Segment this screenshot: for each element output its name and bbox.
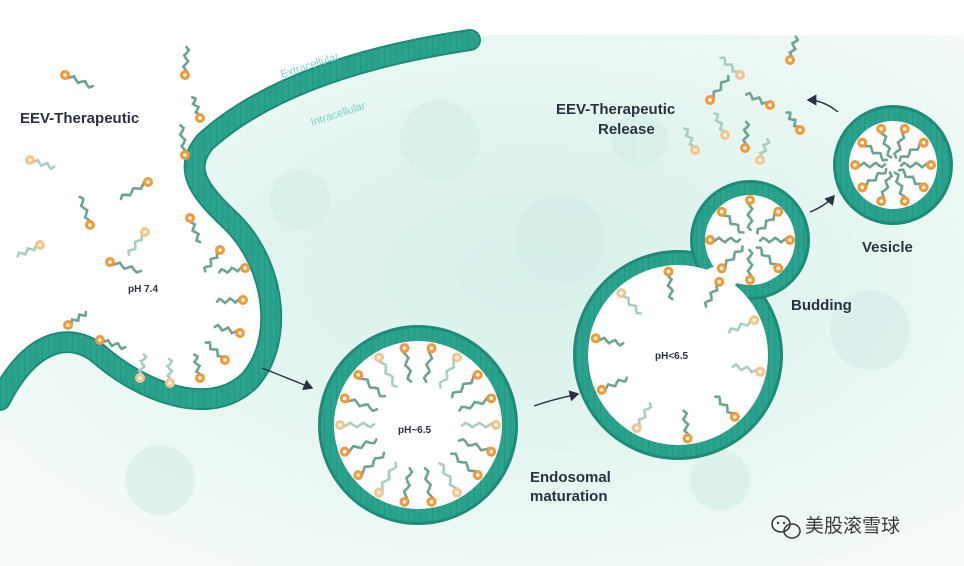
peptide	[785, 111, 805, 135]
peptide	[897, 168, 929, 193]
peptide	[745, 195, 755, 232]
peptide	[191, 96, 205, 123]
peptide	[705, 74, 730, 105]
peptide	[215, 295, 248, 305]
peptide	[892, 123, 910, 159]
peptide	[663, 266, 675, 301]
peptide	[204, 341, 230, 365]
arrow-to-release	[806, 94, 839, 113]
peptide	[203, 245, 225, 273]
arrow-to-vesicle	[809, 194, 835, 213]
peptide	[716, 245, 744, 274]
peptide	[165, 357, 175, 388]
peptide	[719, 56, 745, 80]
peptide	[105, 257, 143, 275]
peptide	[590, 333, 625, 348]
peptide	[339, 438, 378, 457]
peptide	[119, 177, 153, 201]
peptide	[744, 91, 775, 110]
peptide	[185, 213, 202, 244]
ph-lt-65-label: pH<6.5	[655, 351, 689, 362]
vesicle-label: Vesicle	[862, 239, 913, 256]
endosomal-label: Endosomal	[530, 469, 611, 486]
eev-peptides	[16, 35, 936, 507]
peptide	[850, 160, 887, 170]
peptide	[127, 227, 150, 257]
peptide	[335, 420, 376, 430]
peptide	[213, 323, 245, 338]
peptide	[756, 206, 784, 235]
arrow-to-endosome	[261, 367, 314, 391]
peptide	[422, 343, 437, 384]
peptide	[731, 362, 766, 377]
peptide	[681, 409, 693, 444]
arrow-to-maturation	[533, 390, 580, 407]
peptide	[716, 206, 745, 234]
peptide	[438, 352, 462, 389]
peptide	[616, 288, 642, 315]
peptide	[703, 276, 725, 308]
peptide	[450, 452, 483, 481]
peptide	[218, 263, 250, 275]
peptide	[857, 167, 888, 193]
maturation-label: maturation	[530, 488, 608, 505]
watermark: 美股滚雪球	[771, 515, 900, 539]
peptide	[339, 393, 379, 413]
background-bubbles	[125, 100, 910, 515]
peptide	[740, 120, 751, 153]
release-label-line1: EEV-Therapeutic	[556, 101, 675, 118]
peptide	[755, 246, 784, 274]
peptide	[78, 195, 95, 230]
peptide	[438, 462, 462, 498]
peptide	[178, 124, 190, 160]
peptide	[374, 461, 398, 498]
peptide	[458, 393, 497, 412]
peptide	[899, 160, 936, 170]
wechat-icon	[771, 515, 801, 539]
peptide	[353, 451, 386, 481]
peptide	[399, 466, 414, 507]
peptide	[755, 138, 771, 165]
peptide	[135, 353, 148, 383]
peptide	[450, 369, 483, 399]
peptide	[16, 240, 45, 258]
peptide	[63, 310, 88, 330]
peptide	[25, 155, 56, 171]
peptide	[95, 335, 127, 351]
release-label-line2: Release	[598, 121, 655, 138]
peptide	[457, 437, 497, 457]
peptide	[180, 45, 191, 80]
peptide	[727, 315, 760, 334]
peptide	[876, 171, 894, 207]
peptide	[399, 343, 413, 383]
peptide	[745, 248, 755, 285]
ph-74-label: pH 7.4	[128, 284, 158, 295]
peptide	[785, 35, 800, 65]
peptide	[423, 467, 437, 507]
peptide	[683, 127, 700, 155]
peptide	[60, 70, 95, 90]
peptide	[758, 235, 795, 245]
watermark-text: 美股滚雪球	[805, 515, 900, 537]
peptide	[857, 137, 889, 162]
peptide	[631, 402, 653, 434]
peptide	[460, 420, 501, 430]
eev-therapeutic-label: EEV-Therapeutic	[20, 110, 139, 127]
peptide	[893, 171, 910, 207]
peptide	[705, 235, 742, 245]
peptide	[898, 137, 929, 163]
peptide	[353, 369, 386, 398]
ph-65-approx-label: pH~6.5	[398, 425, 432, 436]
peptide	[713, 112, 730, 140]
budding-label: Budding	[791, 297, 852, 314]
peptide	[876, 123, 893, 159]
peptide	[596, 376, 629, 395]
peptide	[714, 395, 740, 422]
peptide	[374, 352, 398, 388]
peptide	[192, 353, 205, 383]
